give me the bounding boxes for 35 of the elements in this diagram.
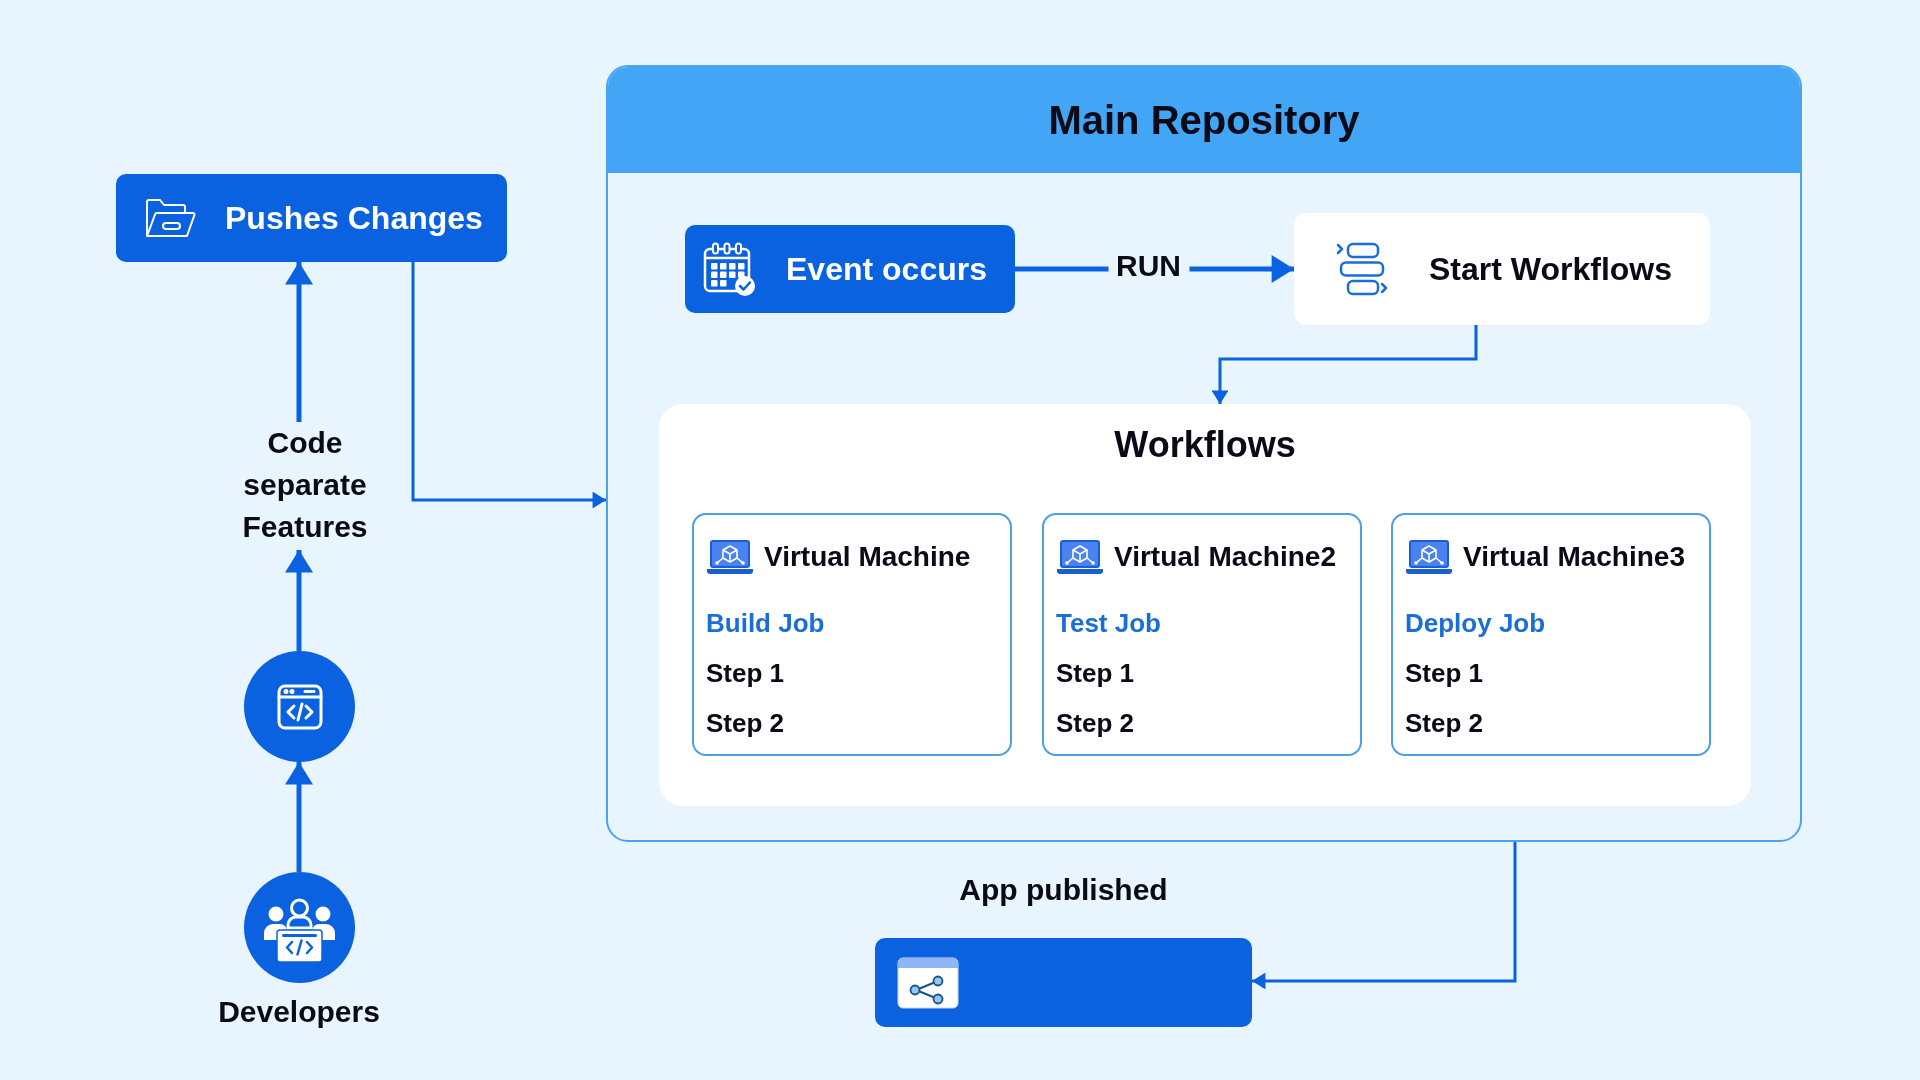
box-label: Pushes Changes (225, 199, 483, 238)
arrow (411, 262, 606, 509)
action-box (875, 938, 1252, 1027)
job-label: Build Job (706, 607, 825, 640)
arrow (285, 262, 313, 422)
machine-card (1042, 513, 1362, 756)
node-label: Code separate Features (215, 422, 395, 550)
machine-card (1391, 513, 1711, 756)
panel-title: Workflows (1114, 423, 1296, 467)
action-box (116, 174, 507, 262)
workflows-panel (659, 404, 1751, 806)
step-label: Step 2 (1405, 707, 1484, 740)
box-label: Event occurs (786, 250, 987, 289)
arrow (285, 550, 313, 651)
machine-card (692, 513, 1012, 756)
arrow (1211, 325, 1478, 404)
arrow (1252, 842, 1517, 990)
node-caption: App published (959, 872, 1168, 908)
action-box (685, 225, 1015, 313)
arrow (285, 762, 313, 872)
job-label: Test Job (1056, 607, 1161, 640)
repository-container (606, 65, 1802, 842)
card-title: Virtual Machine2 (1114, 540, 1336, 574)
step-label: Step 1 (1056, 657, 1135, 690)
container-title: Main Repository (1048, 97, 1360, 144)
card-label: Start Workflows (1429, 250, 1672, 289)
card-title: Virtual Machine (764, 540, 971, 574)
node-label: Developers (218, 994, 380, 1030)
process-card (1294, 213, 1710, 325)
step-label: Step 2 (706, 707, 785, 740)
step-label: Step 2 (1056, 707, 1135, 740)
step-label: Step 1 (706, 657, 785, 690)
job-label: Deploy Job (1405, 607, 1546, 640)
step-label: Step 1 (1405, 657, 1484, 690)
card-title: Virtual Machine3 (1463, 540, 1685, 574)
